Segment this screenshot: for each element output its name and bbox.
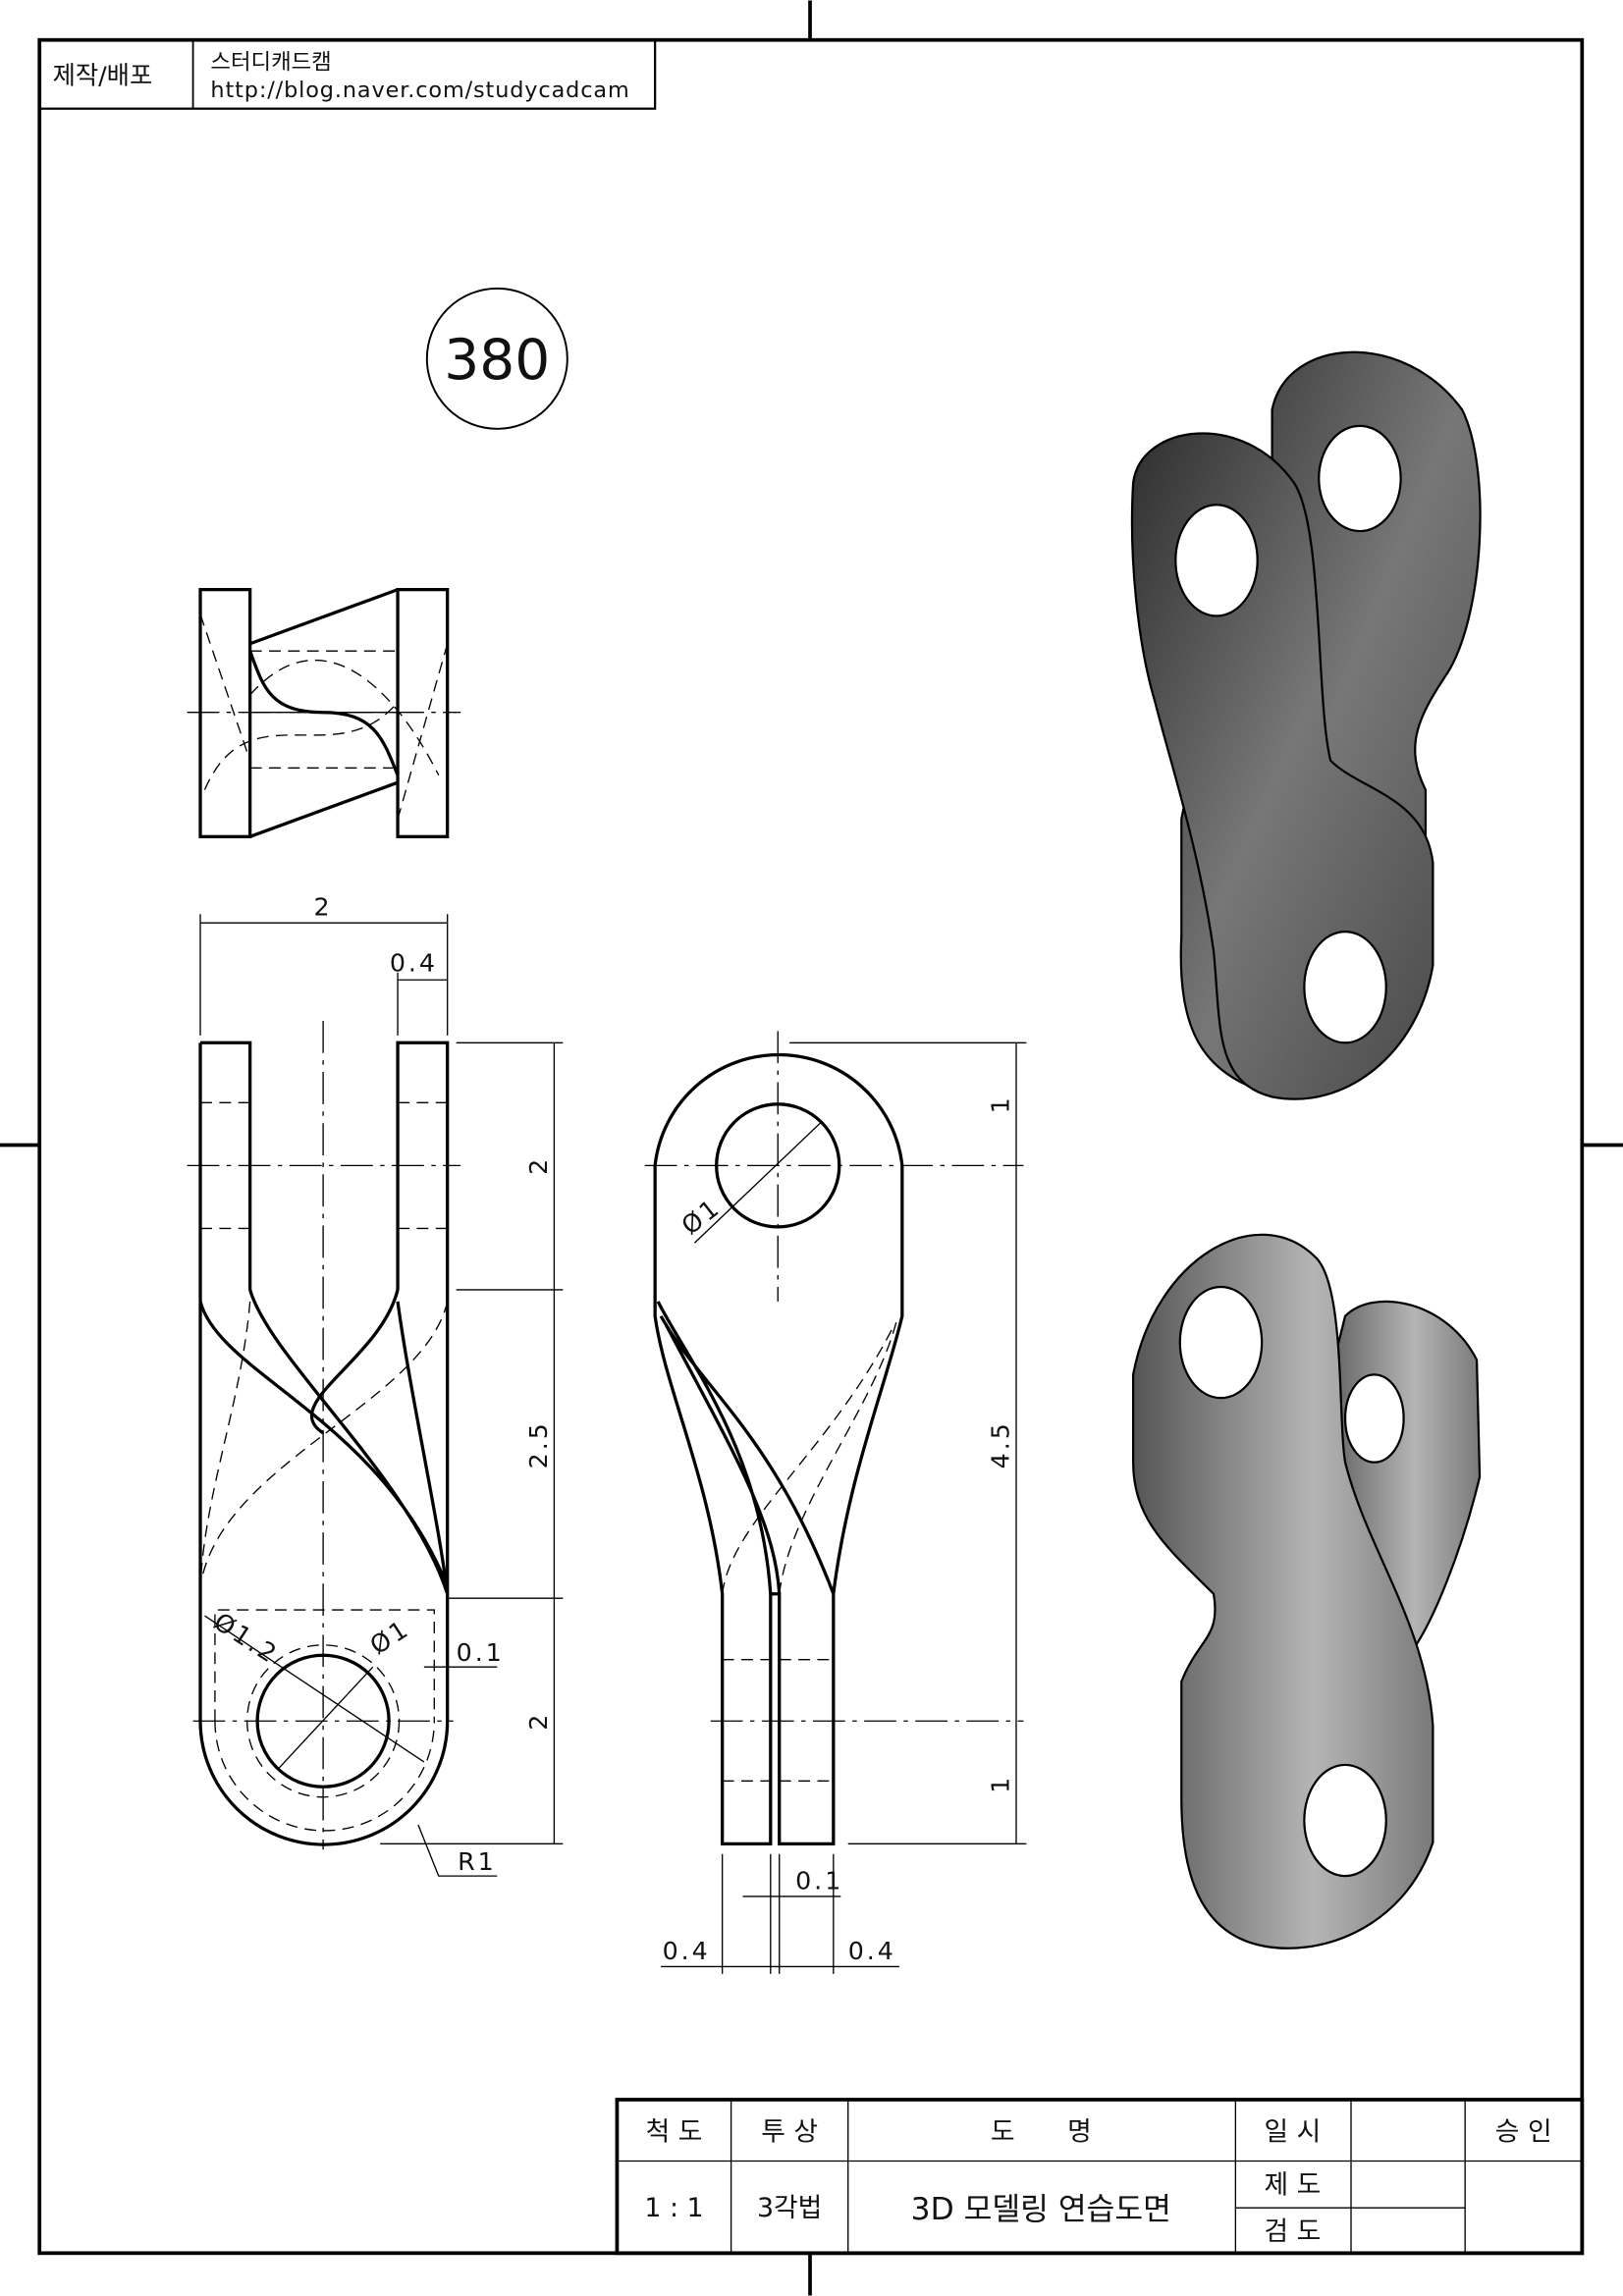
author-url: http://blog.naver.com/studycadcam: [210, 78, 629, 103]
dim-front-prong: 0.4: [390, 948, 438, 977]
approve-label: 승 인: [1495, 2117, 1552, 2148]
iso-view-top: [1130, 350, 1482, 1100]
drawing-number: 380: [444, 328, 550, 393]
projection-label: 투 상: [761, 2117, 818, 2148]
date-label: 일 시: [1265, 2117, 1322, 2148]
dim-side-bottom: 1: [987, 1775, 1015, 1793]
dim-front-mid: 2.5: [524, 1420, 553, 1468]
drafter-label: 제 도: [1265, 2169, 1322, 2200]
dim-side-top: 1: [987, 1095, 1015, 1113]
drawing-title: 3D 모델링 연습도면: [911, 2192, 1171, 2227]
scale-value: 1 : 1: [644, 2193, 703, 2223]
dim-outer-dia: Ø1.2: [209, 1607, 284, 1670]
dim-front-lower: 2: [524, 1712, 553, 1731]
dim-side-gap: 0.1: [795, 1867, 843, 1896]
name-label: 도 명: [991, 2117, 1092, 2148]
checker-label: 검 도: [1265, 2216, 1322, 2247]
dim-side-right: 0.4: [848, 1937, 896, 1965]
dim-radius: R1: [458, 1847, 497, 1876]
dim-side-hole: Ø1: [676, 1193, 727, 1241]
drawing-number-badge: 380: [425, 287, 568, 430]
projection-value: 3각법: [757, 2193, 822, 2223]
author-label: 제작/배포: [53, 61, 153, 89]
dim-front-width: 2: [314, 893, 333, 922]
dim-hole-dia: Ø1: [365, 1614, 415, 1660]
scale-label: 척 도: [646, 2117, 703, 2148]
dim-side-left: 0.4: [663, 1937, 711, 1965]
dim-offset: 0.1: [457, 1638, 505, 1667]
author-box: 제작/배포 스터디캐드캠 http://blog.naver.com/study…: [38, 38, 657, 110]
dim-front-upper: 2: [524, 1156, 553, 1175]
top-view: [187, 587, 461, 838]
iso-view-bottom: [1132, 1233, 1482, 1949]
front-view: 2 0.4 2 2.5 2 Ø1.2 Ø1 0.1 R1: [187, 893, 564, 1877]
author-name: 스터디캐드캠: [210, 49, 331, 75]
dim-side-mid: 4.5: [987, 1420, 1015, 1468]
side-view: 1 4.5 1 Ø1 0.1 0.4 0.4: [644, 1031, 1027, 1974]
title-block: 척 도 투 상 도 명 일 시 승 인 1 : 1 3각법 3D 모델링 연습도…: [615, 2098, 1585, 2256]
